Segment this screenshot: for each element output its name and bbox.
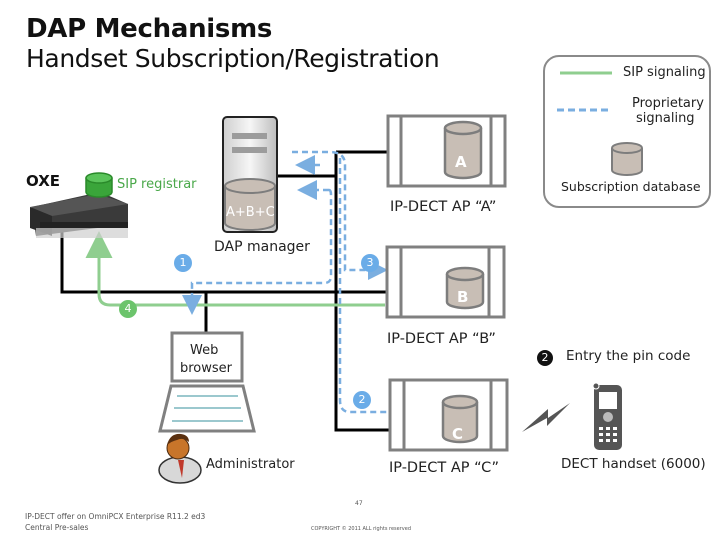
handset-label: DECT handset (6000) [561, 456, 706, 472]
ap-b-box [385, 245, 506, 319]
web-browser-label-line1: Web [190, 343, 219, 358]
step-2-badge: 2 [353, 391, 371, 409]
wireless-signal-icon [522, 403, 570, 432]
footer-left-line1: IP-DECT offer on OmniPCX Enterprise R11.… [25, 512, 206, 521]
ap-b-database-icon [445, 266, 485, 310]
web-browser-icon [158, 331, 256, 433]
administrator-avatar-icon [158, 433, 202, 484]
proprietary-signaling-paths [182, 150, 392, 414]
network-lines [60, 150, 400, 432]
ap-c-database-icon [441, 394, 479, 444]
web-browser-label-line2: browser [180, 361, 233, 376]
sip-registrar-database-icon [85, 172, 113, 198]
administrator-label: Administrator [206, 457, 295, 472]
legend-sip-label: SIP signaling [623, 65, 706, 80]
step-2-note: Entry the pin code [566, 348, 691, 364]
ap-a-label: IP-DECT AP “A” [390, 199, 497, 215]
legend-database-label: Subscription database [561, 179, 701, 194]
dap-manager-server-icon [222, 116, 278, 233]
legend [543, 55, 711, 208]
ap-a-database-icon [443, 120, 483, 180]
sip-signaling-path [85, 231, 385, 307]
oxe-label: OXE [26, 172, 61, 190]
legend-database-icon [611, 142, 643, 176]
ap-c-label: IP-DECT AP “C” [389, 460, 500, 476]
footer-left-line2: Central Pre-sales [25, 523, 89, 532]
ap-c-database-label: C [452, 425, 464, 443]
legend-proprietary-label-line1: Proprietary [632, 96, 704, 111]
dap-database-label: A+B+C [226, 205, 275, 220]
page-title: DAP Mechanisms [26, 14, 273, 44]
ap-b-database-label: B [457, 288, 469, 306]
ap-b-label: IP-DECT AP “B” [387, 331, 496, 347]
step-1-badge: 1 [174, 254, 192, 272]
sip-registrar-label: SIP registrar [117, 177, 197, 192]
dect-handset-icon [592, 382, 622, 450]
step-2-note-badge: 2 [537, 350, 553, 366]
page-number: 47 [355, 500, 363, 507]
copyright: COPYRIGHT © 2011 ALL rights reserved [311, 526, 412, 532]
dap-manager-label: DAP manager [214, 239, 310, 255]
step-3-badge: 3 [361, 254, 379, 272]
legend-proprietary-label-line2: signaling [636, 111, 695, 126]
oxe-server-icon [30, 192, 128, 238]
step-4-badge: 4 [119, 300, 137, 318]
page-subtitle: Handset Subscription/Registration [26, 44, 440, 73]
ap-a-database-label: A [455, 153, 467, 171]
